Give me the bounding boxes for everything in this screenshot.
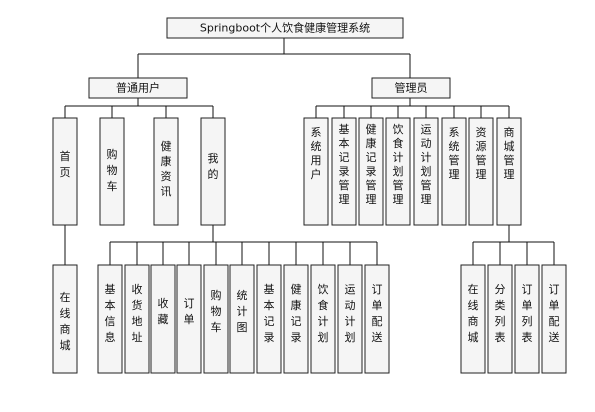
admin-module-diet-plan-mgmt: 饮食计划管理 (385, 117, 411, 226)
module-cart-label: 购物车 (107, 147, 118, 193)
admin-module-system-mgmt-label: 系统管理 (449, 126, 460, 181)
admin-module-mall-mgmt-label: 商城管理 (504, 125, 515, 181)
leaf-mine-7-label: 健康记录 (291, 283, 302, 344)
leaf-mine-3: 订单 (176, 264, 202, 374)
admin-module-basic-record-mgmt: 基本记录管理 (331, 117, 357, 226)
role-user: 普通用户 (88, 77, 188, 99)
leaf-mall-1-label: 分类列表 (495, 283, 506, 344)
leaf-mine-8-label: 饮食计划 (318, 283, 329, 344)
admin-module-health-record-mgmt: 健康记录管理 (358, 117, 384, 226)
leaf-mall-2-label: 订单列表 (522, 283, 533, 344)
leaf-mine-0-label: 基本信息 (105, 283, 116, 344)
admin-module-resource-mgmt: 资源管理 (468, 117, 494, 226)
leaf-mine-0: 基本信息 (97, 264, 123, 374)
admin-module-basic-record-mgmt-label: 基本记录管理 (339, 123, 350, 206)
leaf-mine-9: 运动计划 (337, 264, 363, 374)
module-home: 首页 (52, 117, 78, 226)
leaf-home-online-mall-label: 在线商城 (60, 291, 71, 352)
leaf-mall-0: 在线商城 (460, 264, 486, 374)
leaf-mine-10-label: 订单配送 (372, 283, 383, 344)
leaf-mall-0-label: 在线商城 (468, 283, 479, 344)
leaf-mine-10: 订单配送 (364, 264, 390, 374)
leaf-mall-2: 订单列表 (514, 264, 540, 374)
leaf-mine-1: 收货地址 (124, 264, 150, 374)
leaf-mine-5-label: 统计图 (237, 289, 248, 334)
leaf-mine-2: 收藏 (150, 264, 176, 374)
admin-module-resource-mgmt-label: 资源管理 (476, 126, 487, 181)
admin-module-exercise-plan-mgmt-label: 运动计划管理 (421, 123, 432, 206)
module-mine: 我的 (200, 117, 226, 226)
connector-lines (64, 38, 555, 265)
admin-module-system-mgmt: 系统管理 (441, 117, 467, 226)
diagram-nodes: Springboot个人饮食健康管理系统普通用户管理员首页购物车健康资讯我的系统… (52, 17, 567, 374)
leaf-mine-3-label: 订单 (184, 297, 195, 326)
title-box: Springboot个人饮食健康管理系统 (166, 17, 404, 39)
leaf-mine-7: 健康记录 (283, 264, 309, 374)
role-user-label: 普通用户 (116, 81, 160, 95)
admin-module-system-users-label: 系统用户 (311, 126, 322, 181)
leaf-mine-6-label: 基本记录 (264, 283, 275, 344)
leaf-mall-1: 分类列表 (487, 264, 513, 374)
leaf-home-online-mall: 在线商城 (52, 264, 78, 374)
module-health-info: 健康资讯 (153, 117, 179, 226)
module-home-label: 首页 (60, 149, 71, 179)
admin-module-health-record-mgmt-label: 健康记录管理 (366, 123, 377, 206)
module-cart: 购物车 (99, 117, 125, 226)
leaf-mine-4-label: 购物车 (211, 288, 222, 334)
role-admin: 管理员 (371, 77, 451, 99)
leaf-mine-4: 购物车 (203, 264, 229, 374)
leaf-mine-5: 统计图 (229, 264, 255, 374)
leaf-mine-2-label: 收藏 (158, 296, 169, 326)
leaf-mall-3: 订单配送 (541, 264, 567, 374)
module-health-info-label: 健康资讯 (161, 140, 172, 198)
title-box-label: Springboot个人饮食健康管理系统 (200, 21, 370, 35)
leaf-mine-8: 饮食计划 (310, 264, 336, 374)
admin-module-system-users: 系统用户 (303, 117, 329, 226)
admin-module-mall-mgmt: 商城管理 (496, 117, 522, 226)
leaf-mine-9-label: 运动计划 (345, 283, 356, 344)
leaf-mine-1-label: 收货地址 (132, 282, 143, 344)
module-mine-label: 我的 (208, 152, 219, 181)
role-admin-label: 管理员 (395, 81, 428, 95)
admin-module-exercise-plan-mgmt: 运动计划管理 (413, 117, 439, 226)
leaf-mall-3-label: 订单配送 (549, 283, 560, 344)
leaf-mine-6: 基本记录 (256, 264, 282, 374)
admin-module-diet-plan-mgmt-label: 饮食计划管理 (393, 123, 404, 206)
